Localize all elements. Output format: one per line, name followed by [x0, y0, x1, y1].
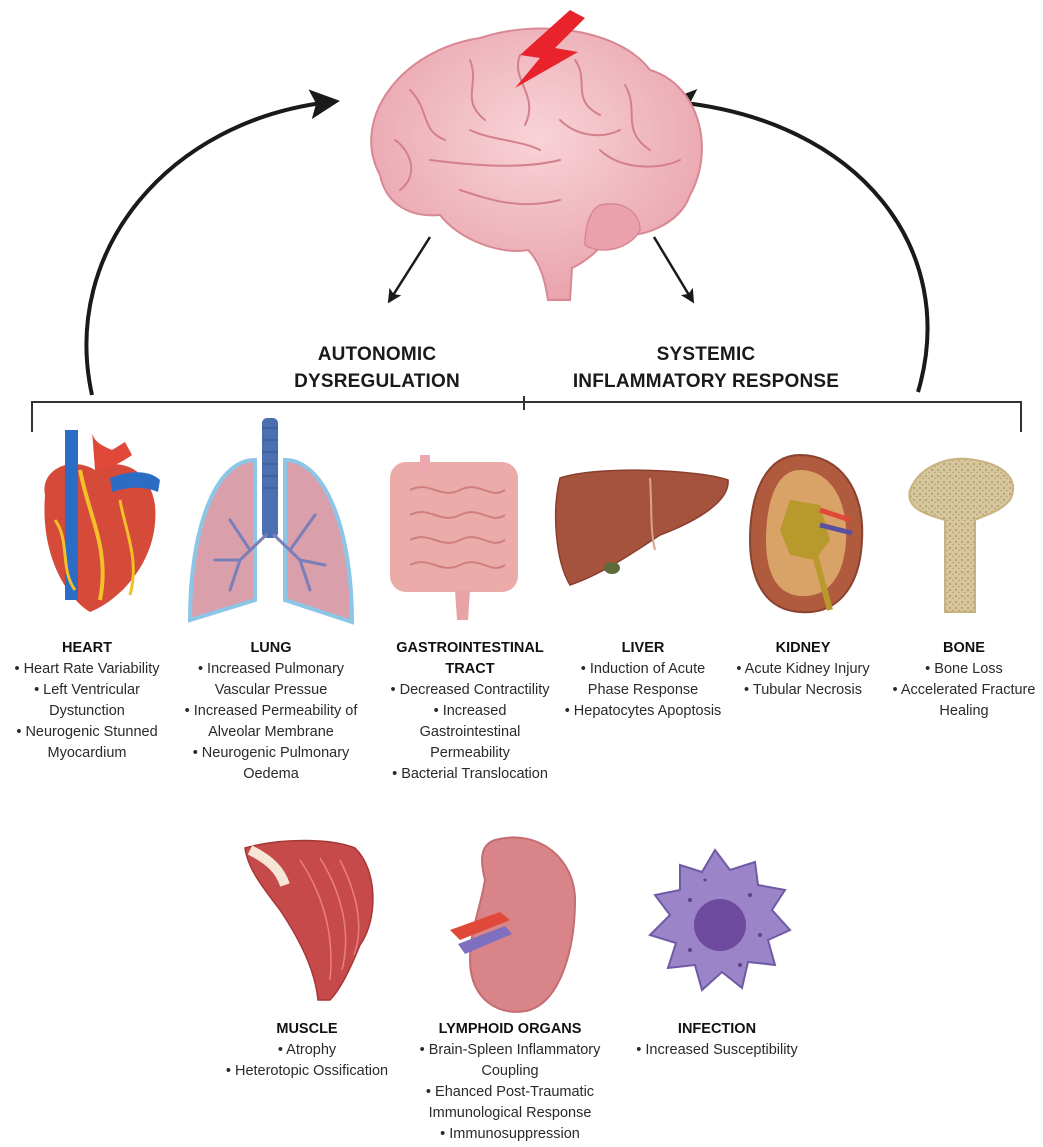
liver-icon: [556, 470, 728, 585]
bone-effect-line: • Bone Loss: [884, 659, 1043, 680]
bone-effect-line: • Accelerated Fracture: [884, 680, 1043, 701]
lymphoid-effect-line: • Ehanced Post-Traumatic: [405, 1082, 615, 1103]
gi-effect-line: • Increased: [375, 701, 565, 722]
gi-name-line: GASTROINTESTINAL: [375, 638, 565, 659]
muscle-label: MUSCLE• Atrophy• Heterotopic Ossificatio…: [212, 1019, 402, 1082]
lung-effect-line: • Increased Pulmonary: [171, 659, 371, 680]
bracket-line: [32, 396, 1021, 432]
bone-effect-line: Healing: [884, 701, 1043, 722]
bone-icon: [909, 459, 1013, 612]
muscle-effect-line: • Atrophy: [212, 1040, 402, 1061]
arrow-to-autonomic: [390, 237, 430, 300]
liver-effect-line: Phase Response: [553, 680, 733, 701]
gi-name-line: TRACT: [375, 659, 565, 680]
intestine-icon: [390, 455, 518, 620]
liver-name-line: LIVER: [553, 638, 733, 659]
heart-effect-line: Myocardium: [0, 743, 177, 764]
systemic-heading: SYSTEMIC INFLAMMATORY RESPONSE: [556, 341, 856, 395]
gi-effect-line: • Decreased Contractility: [375, 680, 565, 701]
lung-name-line: LUNG: [171, 638, 371, 659]
kidney-label: KIDNEY• Acute Kidney Injury• Tubular Nec…: [723, 638, 883, 701]
autonomic-heading-line2: DYSREGULATION: [282, 368, 472, 395]
autonomic-heading: AUTONOMIC DYSREGULATION: [282, 341, 472, 395]
heart-label: HEART• Heart Rate Variability• Left Vent…: [0, 638, 177, 764]
spleen-icon: [450, 837, 575, 1011]
pathogen-cell-icon: [650, 850, 790, 990]
muscle-effect-line: • Heterotopic Ossification: [212, 1061, 402, 1082]
gi-effect-line: Gastrointestinal: [375, 722, 565, 743]
lung-icon: [190, 418, 352, 622]
lung-effect-line: • Increased Permeability of: [171, 701, 371, 722]
heart-effect-line: • Neurogenic Stunned: [0, 722, 177, 743]
bone-name: BONE: [884, 638, 1043, 659]
arrow-to-systemic: [654, 237, 692, 300]
bone-name-line: BONE: [884, 638, 1043, 659]
lymphoid-effect-line: • Immunosuppression: [405, 1124, 615, 1145]
lung-effect-line: Vascular Pressue: [171, 680, 371, 701]
kidney-effect-line: • Acute Kidney Injury: [723, 659, 883, 680]
lung-effect-line: Alveolar Membrane: [171, 722, 371, 743]
liver-effect-line: • Hepatocytes Apoptosis: [553, 701, 733, 722]
heart-name-line: HEART: [0, 638, 177, 659]
infection-name-line: INFECTION: [622, 1019, 812, 1040]
kidney-effect-line: • Tubular Necrosis: [723, 680, 883, 701]
gi-effect-line: • Bacterial Translocation: [375, 764, 565, 785]
heart-effect-line: Dystunction: [0, 701, 177, 722]
systemic-heading-line2: INFLAMMATORY RESPONSE: [556, 368, 856, 395]
heart-effect-line: • Heart Rate Variability: [0, 659, 177, 680]
kidney-icon: [750, 455, 862, 612]
heart-effect-line: • Left Ventricular: [0, 680, 177, 701]
lymphoid-effect-line: Coupling: [405, 1061, 615, 1082]
lung-name: LUNG: [171, 638, 371, 659]
kidney-name: KIDNEY: [723, 638, 883, 659]
lymphoid-name-line: LYMPHOID ORGANS: [405, 1019, 615, 1040]
liver-name: LIVER: [553, 638, 733, 659]
liver-effect-line: • Induction of Acute: [553, 659, 733, 680]
muscle-icon: [245, 841, 373, 1001]
lung-effect-line: • Neurogenic Pulmonary: [171, 743, 371, 764]
lymphoid-effect-line: • Brain-Spleen Inflammatory: [405, 1040, 615, 1061]
autonomic-heading-line1: AUTONOMIC: [282, 341, 472, 368]
lung-effect-line: Oedema: [171, 764, 371, 785]
gi-effect-line: Permeability: [375, 743, 565, 764]
muscle-name-line: MUSCLE: [212, 1019, 402, 1040]
infection-effect-line: • Increased Susceptibility: [622, 1040, 812, 1061]
muscle-name: MUSCLE: [212, 1019, 402, 1040]
kidney-name-line: KIDNEY: [723, 638, 883, 659]
lymphoid-name: LYMPHOID ORGANS: [405, 1019, 615, 1040]
systemic-heading-line1: SYSTEMIC: [556, 341, 856, 368]
infection-label: INFECTION• Increased Susceptibility: [622, 1019, 812, 1061]
infection-name: INFECTION: [622, 1019, 812, 1040]
heart-icon: [44, 430, 160, 612]
lymphoid-label: LYMPHOID ORGANS• Brain-Spleen Inflammato…: [405, 1019, 615, 1145]
lymphoid-effect-line: Immunological Response: [405, 1103, 615, 1124]
heart-name: HEART: [0, 638, 177, 659]
